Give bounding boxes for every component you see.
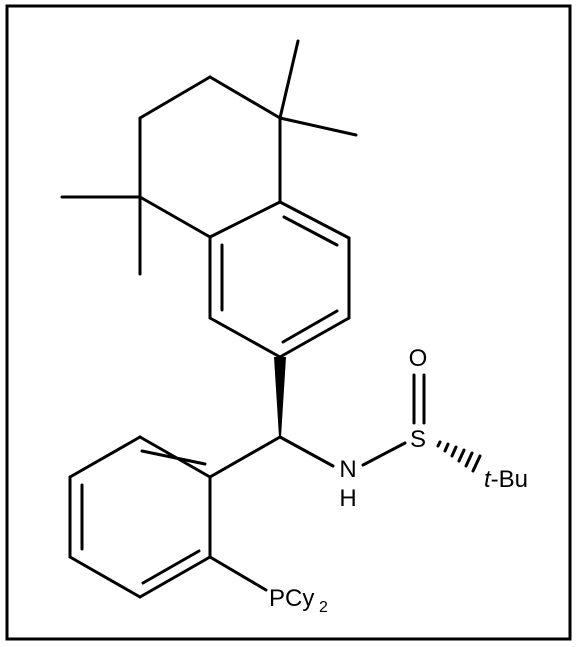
sulfur-label: S [410,426,426,453]
hydrogen-label: H [339,485,356,512]
bond [278,316,351,359]
bond [208,316,282,359]
hash [471,454,482,473]
wedge-bond [274,357,286,437]
nitrogen-label: N [339,456,356,483]
tert-butyl-label: t-Bu [484,466,528,493]
diagram-border [5,4,572,641]
hash [443,442,450,453]
hash [457,448,466,463]
methyl-groups [60,39,358,276]
double-bond-inner [140,449,207,466]
bond [208,435,282,479]
hashed-wedge-bond [436,440,482,473]
cyclohexane-ring [138,75,282,239]
hash [450,445,458,458]
hash [464,451,474,468]
tetralin-aromatic-ring [208,200,351,359]
n-s-bond [361,441,407,467]
oxygen-label: O [409,345,428,372]
butyl-suffix: -Bu [491,466,528,493]
phenyl-ring [68,435,282,599]
methyl-bond [278,39,300,120]
double-bond-inner [282,215,339,247]
bond [138,75,212,120]
c-n-bond [278,435,335,468]
double-bond-inner [141,549,201,585]
bond [208,200,282,239]
bond [68,435,142,479]
bond [208,75,282,120]
bond [278,200,351,240]
phosphine-subscript: 2 [319,599,328,616]
c-p-bond [208,555,268,592]
bond [68,555,142,599]
methyl-bond [278,116,358,137]
hash [436,440,442,448]
bond [138,555,212,599]
tert-prefix: t [484,466,492,493]
bond [138,195,212,239]
phosphine-label: PCy [269,585,314,612]
double-bond-inner [281,309,339,344]
